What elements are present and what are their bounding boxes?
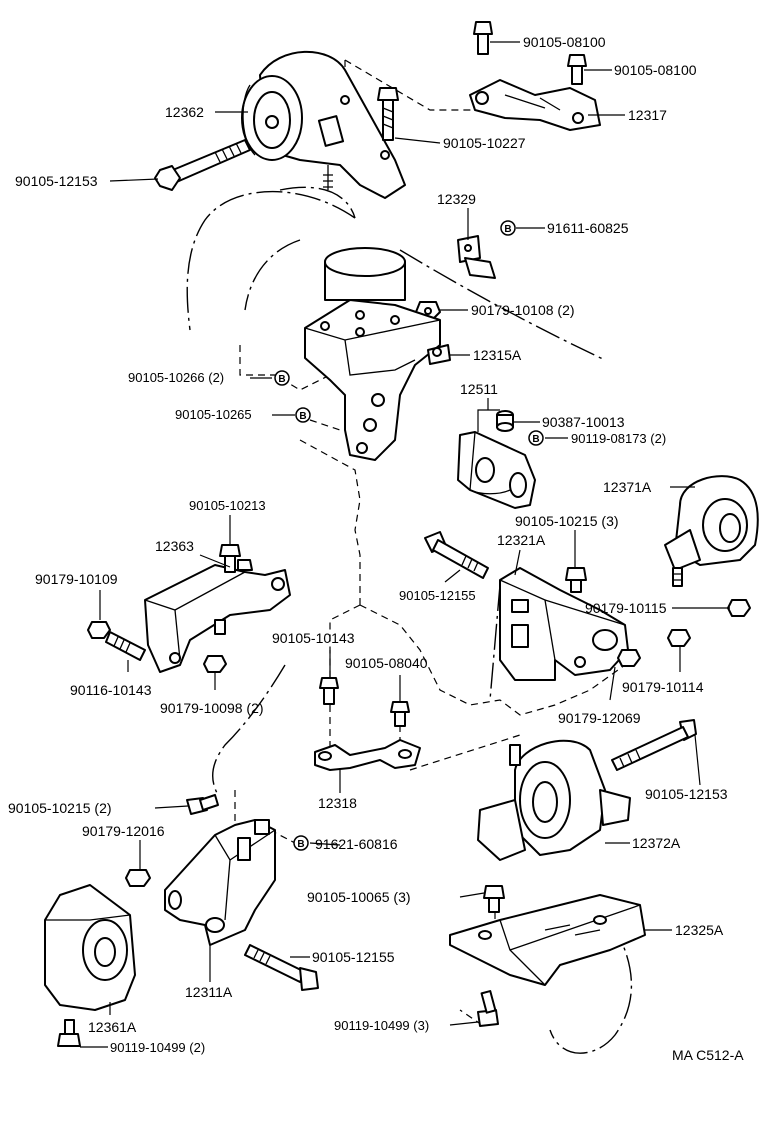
- label-91611-60825: 91611-60825: [547, 220, 629, 236]
- part-labels: 90105-08100 90105-08100 12362 12317 9010…: [8, 34, 744, 1063]
- bolt-90105-10215-2: [186, 794, 219, 815]
- bolt-90105-10213: [219, 544, 253, 573]
- plate-12318: [314, 739, 421, 771]
- label-90105-10227: 90105-10227: [443, 135, 526, 151]
- label-90119-10499-2: 90119-10499 (2): [110, 1040, 205, 1055]
- badge-b-91621-60816: B: [293, 835, 309, 851]
- nut-90179-12069: [617, 649, 641, 667]
- label-90387-10013: 90387-10013: [542, 414, 625, 430]
- engine-block-section: [324, 247, 406, 301]
- label-90119-10499-3: 90119-10499 (3): [334, 1018, 429, 1033]
- bolt-90105-08100-a: [473, 21, 493, 55]
- label-12372A: 12372A: [632, 835, 681, 851]
- plate-12511: [457, 431, 536, 509]
- bracket-12315A: [304, 299, 451, 461]
- label-12329: 12329: [437, 191, 476, 207]
- svg-text:B: B: [297, 839, 304, 850]
- bolt-90105-12155-b: [244, 944, 319, 991]
- label-90179-10108: 90179-10108 (2): [471, 302, 575, 318]
- label-90105-10215-2: 90105-10215 (2): [8, 800, 112, 816]
- engine-phantom-outline: [186, 186, 633, 1054]
- label-90105-08040: 90105-08040: [345, 655, 428, 671]
- label-12511: 12511: [460, 381, 498, 397]
- label-90105-12155-a: 90105-12155: [399, 588, 476, 603]
- nut-90179-10115: [727, 599, 751, 617]
- label-90179-10098: 90179-10098 (2): [160, 700, 264, 716]
- mount-12372A: [477, 739, 631, 861]
- nut-90179-10114: [667, 629, 691, 647]
- badge-b-90105-10265: B: [295, 407, 311, 423]
- stud-90116-10143: [105, 631, 146, 661]
- bolt-90119-10499-3: [477, 990, 499, 1027]
- bracket-12329: [457, 235, 496, 279]
- label-12321A: 12321A: [497, 532, 546, 548]
- diagram-ref-code: MA C512-A: [672, 1047, 744, 1063]
- label-90179-10115: 90179-10115: [585, 600, 667, 616]
- label-91621-60816: 91621-60816: [315, 836, 398, 852]
- badge-b-90119-08173: B: [528, 430, 544, 446]
- bolt-90105-10143: [319, 677, 339, 705]
- svg-text:B: B: [504, 224, 511, 235]
- label-90116-10143: 90116-10143: [70, 682, 152, 698]
- mount-12371A: [664, 475, 759, 587]
- bolt-90105-12153-b: [611, 719, 697, 771]
- badge-b-90105-10266: B: [274, 370, 290, 386]
- nut-90179-10109: [87, 621, 111, 639]
- leader-lines: [80, 41, 730, 1048]
- svg-text:B: B: [278, 374, 285, 385]
- nut-90179-10098: [203, 655, 227, 673]
- bolt-90105-10215-3: [565, 567, 587, 593]
- badge-b-91611-60825: B: [500, 220, 516, 236]
- bracket-12321A: [499, 567, 629, 681]
- bolt-90105-12155-a: [424, 531, 489, 579]
- svg-text:B: B: [532, 434, 539, 445]
- bolt-90105-10227: [377, 87, 399, 141]
- nut-90179-12016: [125, 869, 151, 887]
- label-90105-10065: 90105-10065 (3): [307, 889, 411, 905]
- label-12361A: 12361A: [88, 1019, 137, 1035]
- label-12363: 12363: [155, 538, 194, 554]
- mount-12361A: [44, 884, 136, 1047]
- engine-mount-12362: [241, 50, 406, 199]
- label-90105-10143: 90105-10143: [272, 630, 355, 646]
- label-12317: 12317: [628, 107, 667, 123]
- label-12362: 12362: [165, 104, 204, 120]
- label-12325A: 12325A: [675, 922, 724, 938]
- bolt-90105-08040: [390, 701, 410, 727]
- label-12315A: 12315A: [473, 347, 522, 363]
- label-90105-12153-b: 90105-12153: [645, 786, 728, 802]
- label-12371A: 12371A: [603, 479, 652, 495]
- label-90179-10114: 90179-10114: [622, 679, 704, 695]
- bolt-90105-12153-top: [154, 139, 251, 191]
- label-90119-08173: 90119-08173 (2): [571, 431, 666, 446]
- label-90105-10265: 90105-10265: [175, 407, 252, 422]
- label-90105-08100-a: 90105-08100: [523, 34, 606, 50]
- collar-90387-10013: [496, 410, 514, 432]
- bracket-12317: [469, 79, 601, 131]
- label-90105-10213: 90105-10213: [189, 498, 266, 513]
- label-12318: 12318: [318, 795, 357, 811]
- label-90105-10215-3: 90105-10215 (3): [515, 513, 619, 529]
- label-90179-10109: 90179-10109: [35, 571, 118, 587]
- label-90179-12069: 90179-12069: [558, 710, 641, 726]
- bracket-12363: [144, 564, 291, 673]
- bolt-90105-08100-b: [567, 54, 587, 85]
- label-90105-08100-b: 90105-08100: [614, 62, 697, 78]
- label-90105-12153-a: 90105-12153: [15, 173, 98, 189]
- crossmember-12325A: [449, 894, 646, 986]
- svg-text:B: B: [299, 411, 306, 422]
- label-12311A: 12311A: [185, 984, 233, 1000]
- label-90105-10266: 90105-10266 (2): [128, 370, 224, 385]
- bracket-12311A: [164, 819, 276, 946]
- label-90179-12016: 90179-12016: [82, 823, 165, 839]
- bolt-90105-10065: [483, 885, 505, 913]
- label-90105-12155-b: 90105-12155: [312, 949, 395, 965]
